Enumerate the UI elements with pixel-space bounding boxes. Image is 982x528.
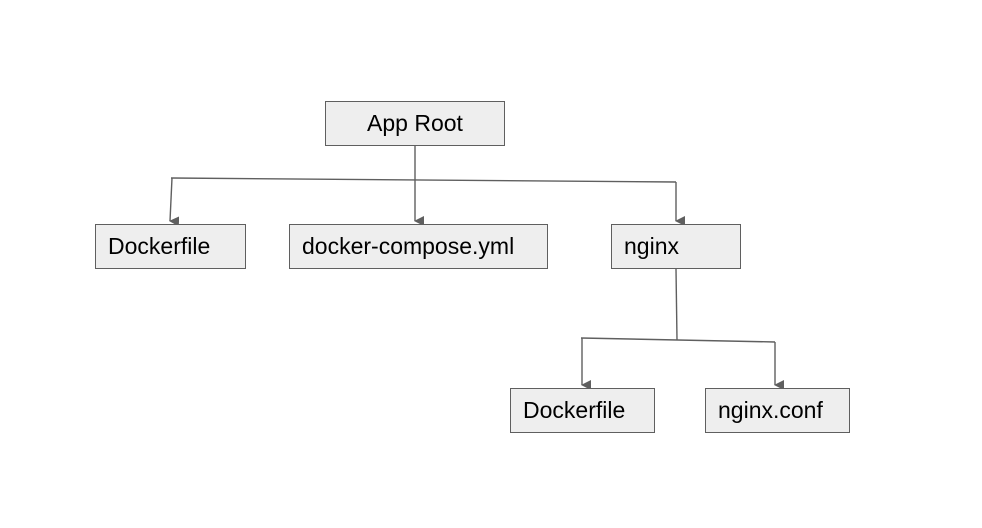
node-docker-compose: docker-compose.yml: [289, 224, 548, 269]
node-docker-compose-label: docker-compose.yml: [302, 233, 515, 259]
node-nginx-label: nginx: [624, 233, 679, 259]
branch-to-dockerfile-line: [169, 177, 180, 227]
nginx-stem-line: [675, 268, 678, 341]
nginx-branch-line: [580, 337, 776, 343]
node-nginx-conf-label: nginx.conf: [718, 397, 823, 423]
node-nginx: nginx: [611, 224, 741, 269]
node-app-root: App Root: [325, 101, 505, 146]
node-nginx-dockerfile-label: Dockerfile: [523, 397, 626, 423]
node-nginx-conf: nginx.conf: [705, 388, 850, 433]
root-branch-line: [170, 177, 677, 183]
node-dockerfile: Dockerfile: [95, 224, 246, 269]
node-app-root-label: App Root: [367, 110, 463, 136]
node-nginx-dockerfile: Dockerfile: [510, 388, 655, 433]
node-dockerfile-label: Dockerfile: [108, 233, 211, 259]
